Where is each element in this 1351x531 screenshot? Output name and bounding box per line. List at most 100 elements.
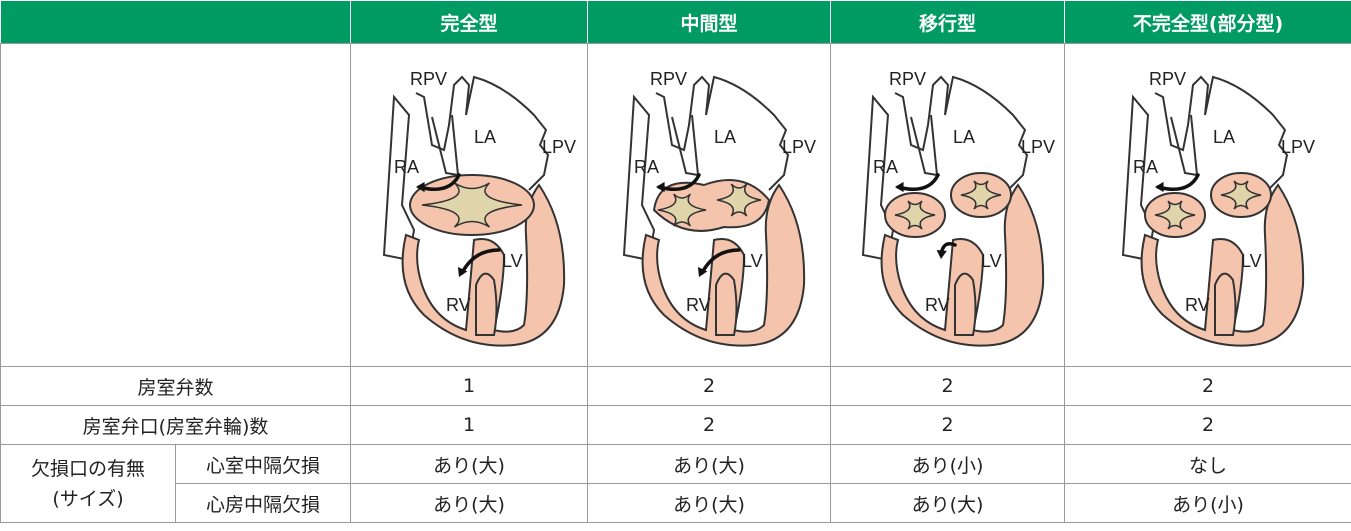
vsd-transitional: あり(小) [830, 444, 1065, 484]
defect-group-label-line1: 欠損口の有無 [30, 457, 145, 480]
asd-transitional: あり(大) [830, 483, 1065, 523]
valve-count-label: 房室弁数 [0, 366, 351, 406]
label-rv: RV [925, 295, 950, 315]
diagram-blank-cell [0, 43, 351, 367]
header-transitional: 移行型 [830, 0, 1065, 44]
label-lpv: LPV [782, 137, 816, 157]
label-rpv: RPV [650, 69, 687, 89]
ventricle-wall [401, 183, 566, 347]
heart-diagram-transitional: RPV LA LPV RA LV RV [861, 69, 1055, 347]
label-lpv: LPV [1281, 137, 1315, 157]
label-rpv: RPV [889, 69, 926, 89]
atrial-roof-wall [1154, 75, 1289, 191]
ventricular-shunt-arrow [700, 248, 741, 275]
orifice-count-partial: 2 [1064, 405, 1351, 445]
valve-count-row: 房室弁数 1 2 2 2 [0, 366, 1351, 406]
label-ra: RA [873, 157, 898, 177]
label-rv: RV [686, 295, 711, 315]
right-pulmonary-vein [431, 114, 460, 177]
label-lv: LV [742, 251, 763, 271]
header-partial: 不完全型(部分型) [1064, 0, 1351, 44]
atrial-shunt-arrow-head [416, 181, 425, 193]
ventricular-septum [475, 272, 498, 336]
atrial-roof-wall [655, 75, 790, 191]
ventricular-shunt-arrow-head [936, 250, 947, 259]
right-atrium-wall [382, 94, 416, 262]
vsd-partial: なし [1064, 444, 1351, 484]
defect-group-label-line2: (サイズ) [52, 487, 124, 510]
vsd-complete: あり(大) [350, 444, 588, 484]
header-intermediate: 中間型 [587, 0, 831, 44]
label-lpv: LPV [1021, 137, 1055, 157]
atrial-roof-wall [894, 75, 1028, 191]
left-valve-leaflet [1220, 180, 1262, 210]
atrial-roof-wall [415, 75, 550, 191]
ventricular-septum [715, 272, 738, 336]
diagram-cell-transitional: RPV LA LPV RA LV RV [830, 43, 1065, 367]
asd-partial: あり(小) [1064, 483, 1351, 523]
defect-group-label: 欠損口の有無 (サイズ) [0, 444, 176, 523]
orifice-count-label: 房室弁口(房室弁輪)数 [0, 405, 351, 445]
label-rv: RV [446, 295, 471, 315]
atrial-shunt-arrow [895, 173, 940, 191]
label-ra: RA [1133, 157, 1158, 177]
asd-row: 心房中隔欠損 あり(大) あり(大) あり(大) あり(小) [1, 483, 1351, 523]
right-pulmonary-vein [909, 114, 938, 177]
ventricular-shunt-arrow-head [697, 267, 708, 277]
valve-count-transitional: 2 [830, 366, 1065, 406]
header-blank-cell [0, 0, 351, 44]
ventricle-wall [1140, 183, 1305, 347]
label-rv: RV [1185, 295, 1210, 315]
right-valve-leaflet [657, 193, 707, 227]
ventricle-wall [641, 183, 806, 347]
orifice-count-transitional: 2 [830, 405, 1065, 445]
label-la: LA [474, 127, 496, 147]
left-valve-leaflet [716, 183, 762, 217]
ventricular-shunt-arrow-head [457, 267, 468, 277]
atrial-shunt-arrow-head [656, 181, 665, 193]
atrial-shunt-arrow [1156, 173, 1200, 191]
header-row: 完全型 中間型 移行型 不完全型(部分型) [0, 0, 1351, 44]
orifice-count-intermediate: 2 [587, 405, 831, 445]
right-valve-leaflet [894, 200, 935, 230]
orifice-count-row: 房室弁口(房室弁輪)数 1 2 2 2 [0, 405, 1351, 445]
label-la: LA [714, 127, 736, 147]
label-rpv: RPV [410, 69, 447, 89]
label-lv: LV [502, 251, 523, 271]
header-complete: 完全型 [350, 0, 588, 44]
label-lv: LV [981, 251, 1002, 271]
valve-count-complete: 1 [350, 366, 588, 406]
ventricular-shunt-arrow [460, 248, 501, 275]
vsd-intermediate: あり(大) [587, 444, 831, 484]
vsd-row: 欠損口の有無 (サイズ) 心室中隔欠損 あり(大) あり(大) あり(小) なし [0, 444, 1351, 523]
label-rpv: RPV [1149, 69, 1186, 89]
right-pulmonary-vein [671, 114, 700, 177]
valve-count-intermediate: 2 [587, 366, 831, 406]
heart-diagram-intermediate: RPV LA LPV RA LV RV [622, 69, 816, 347]
valve-count-partial: 2 [1064, 366, 1351, 406]
atrial-shunt-arrow-head [1155, 181, 1164, 193]
diagram-cell-intermediate: RPV LA LPV RA LV RV [587, 43, 831, 367]
label-la: LA [1213, 127, 1235, 147]
vsd-label: 心室中隔欠損 [175, 444, 351, 484]
orifice-count-complete: 1 [350, 405, 588, 445]
ventricular-septum [1214, 272, 1237, 336]
asd-complete: あり(大) [350, 483, 588, 523]
label-la: LA [953, 127, 975, 147]
left-valve-leaflet [960, 180, 1001, 210]
ventricle-wall [880, 183, 1044, 347]
asd-intermediate: あり(大) [587, 483, 831, 523]
asd-label: 心房中隔欠損 [175, 483, 351, 523]
right-valve-leaflet [1154, 200, 1196, 230]
diagram-row: RPV LA LPV RA LV RV RPV LA LPV RA LV RV RPV LA LPV RA… [0, 43, 1351, 367]
right-atrium-wall [622, 94, 656, 262]
atrial-shunt-arrow-head [894, 181, 904, 193]
ventricular-septum [953, 272, 976, 336]
label-ra: RA [634, 157, 659, 177]
right-pulmonary-vein [1170, 114, 1199, 177]
